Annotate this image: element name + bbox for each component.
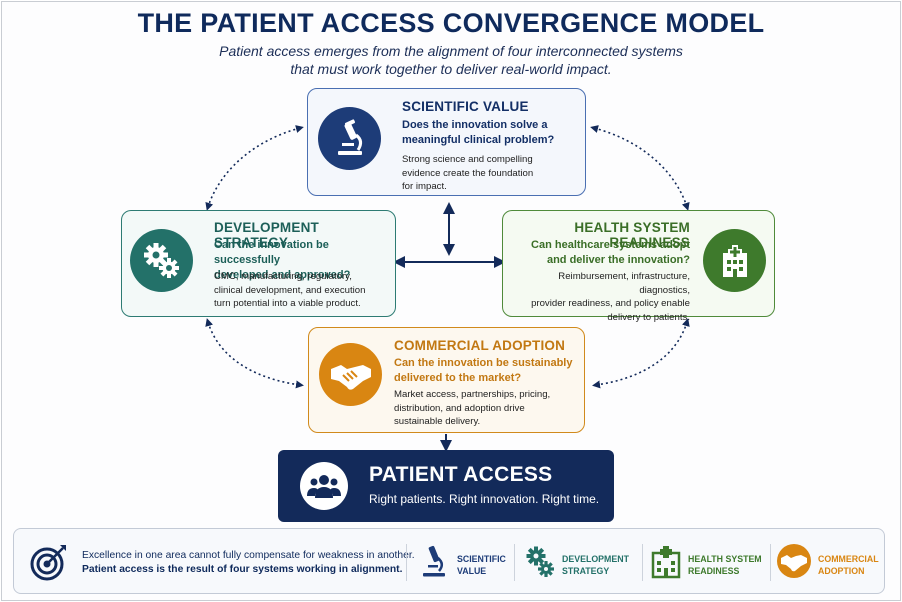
scientific-description: Strong science and compelling evidence c… xyxy=(402,153,577,194)
legend-label-line-2: READINESS xyxy=(688,566,740,576)
health-desc-line-1: Reimbursement, infrastructure, diagnosti… xyxy=(558,271,690,296)
target-icon xyxy=(30,543,68,581)
page-subtitle: Patient access emerges from the alignmen… xyxy=(0,42,902,78)
separator xyxy=(406,544,407,581)
legend-label-line-1: DEVELOPMENT xyxy=(562,554,629,564)
subtitle-line-1: Patient access emerges from the alignmen… xyxy=(219,43,683,59)
microscope-icon xyxy=(423,545,445,577)
legend-label: DEVELOPMENT STRATEGY xyxy=(562,553,629,577)
footer-line-2: Patient access is the result of four sys… xyxy=(82,564,403,575)
hospital-icon xyxy=(703,229,766,292)
commercial-description: Market access, partnerships, pricing, di… xyxy=(394,388,574,429)
commercial-desc-line-3: sustainable delivery. xyxy=(394,416,481,427)
development-question-line-2: developed and approved? xyxy=(214,269,351,281)
gears-icon xyxy=(526,546,554,577)
hospital-icon xyxy=(651,546,681,579)
legend-label: COMMERCIAL ADOPTION xyxy=(818,553,879,577)
legend-label: SCIENTIFIC VALUE xyxy=(457,553,506,577)
health-desc-line-2: provider readiness, and policy enable xyxy=(531,298,690,309)
health-question-line-2: and deliver the innovation? xyxy=(546,254,690,266)
commercial-desc-line-1: Market access, partnerships, pricing, xyxy=(394,389,551,400)
page-title: THE PATIENT ACCESS CONVERGENCE MODEL xyxy=(137,8,765,38)
scientific-desc-line-1: Strong science and compelling xyxy=(402,154,533,165)
development-description: CMC, manufacturing, regulatory, clinical… xyxy=(214,270,392,311)
commercial-question: Can the innovation be sustainably delive… xyxy=(394,356,579,386)
scientific-question: Does the innovation solve a meaningful c… xyxy=(402,118,582,148)
scientific-question-line-2: meaningful clinical problem? xyxy=(402,134,555,146)
scientific-heading: SCIENTIFIC VALUE xyxy=(402,99,529,114)
legend-label: HEALTH SYSTEM READINESS xyxy=(688,553,762,577)
development-question-line-1: Can the innovation be successfully xyxy=(214,239,329,266)
health-description: Reimbursement, infrastructure, diagnosti… xyxy=(505,270,690,324)
legend-scientific-value: SCIENTIFIC VALUE xyxy=(419,543,519,581)
health-desc-line-3: delivery to patients. xyxy=(607,311,690,323)
commercial-adoption-card: COMMERCIAL ADOPTION Can the innovation b… xyxy=(308,327,585,433)
legend-label-line-2: ADOPTION xyxy=(818,566,865,576)
separator xyxy=(642,544,643,581)
dotted-arrow-top-right xyxy=(590,125,690,211)
commercial-question-line-2: delivered to the market? xyxy=(394,372,522,384)
legend-commercial-adoption: COMMERCIAL ADOPTION xyxy=(776,543,884,581)
scientific-value-card: SCIENTIFIC VALUE Does the innovation sol… xyxy=(307,88,586,196)
separator xyxy=(770,544,771,581)
health-question-line-1: Can healthcare systems adopt xyxy=(531,239,690,251)
legend-label-line-1: COMMERCIAL xyxy=(818,554,879,564)
commercial-question-line-1: Can the innovation be sustainably xyxy=(394,357,573,369)
footer-message: Excellence in one area cannot fully comp… xyxy=(82,549,415,577)
legend-development-strategy: DEVELOPMENT STRATEGY xyxy=(524,543,639,581)
dotted-arrow-bottom-right xyxy=(592,318,690,389)
development-desc-line-1: CMC, manufacturing, regulatory, xyxy=(214,271,352,282)
scientific-question-line-1: Does the innovation solve a xyxy=(402,119,548,131)
legend-label-line-2: VALUE xyxy=(457,566,487,576)
health-system-readiness-card: HEALTH SYSTEM READINESS Can healthcare s… xyxy=(502,210,775,323)
development-question: Can the innovation be successfully devel… xyxy=(214,238,392,283)
legend-label-line-1: HEALTH SYSTEM xyxy=(688,554,762,564)
patient-access-subtitle: Right patients. Right innovation. Right … xyxy=(369,492,600,506)
gears-icon xyxy=(130,229,193,292)
handshake-icon xyxy=(319,343,382,406)
subtitle-line-2: that must work together to deliver real-… xyxy=(290,61,612,77)
dotted-arrow-bottom-left xyxy=(205,318,304,389)
patient-access-title: PATIENT ACCESS xyxy=(369,463,553,486)
development-strategy-card: DEVELOPMENT STRATEGY Can the innovation … xyxy=(121,210,396,317)
development-heading: DEVELOPMENT STRATEGY xyxy=(214,220,319,250)
legend-label-line-2: STRATEGY xyxy=(562,566,610,576)
patient-access-panel: PATIENT ACCESS Right patients. Right inn… xyxy=(278,450,614,522)
commercial-desc-line-2: distribution, and adoption drive xyxy=(394,402,525,414)
legend-label-line-1: SCIENTIFIC xyxy=(457,554,506,564)
commercial-heading: COMMERCIAL ADOPTION xyxy=(394,338,566,353)
footer-line-1: Excellence in one area cannot fully comp… xyxy=(82,550,415,561)
scientific-desc-line-2: evidence create the foundation xyxy=(402,167,534,179)
people-group-icon xyxy=(300,462,348,510)
footer-panel: Excellence in one area cannot fully comp… xyxy=(13,528,885,594)
separator xyxy=(514,544,515,581)
microscope-icon xyxy=(318,107,381,170)
legend-health-system-readiness: HEALTH SYSTEM READINESS xyxy=(650,543,768,581)
health-heading: HEALTH SYSTEM READINESS xyxy=(574,220,690,250)
health-question: Can healthcare systems adopt and deliver… xyxy=(510,238,690,268)
dotted-arrow-top-left xyxy=(205,125,304,211)
handshake-icon xyxy=(777,544,811,578)
scientific-desc-line-3: for impact. xyxy=(402,181,447,192)
development-desc-line-3: turn potential into a viable product. xyxy=(214,298,361,309)
development-desc-line-2: clinical development, and execution xyxy=(214,284,366,296)
